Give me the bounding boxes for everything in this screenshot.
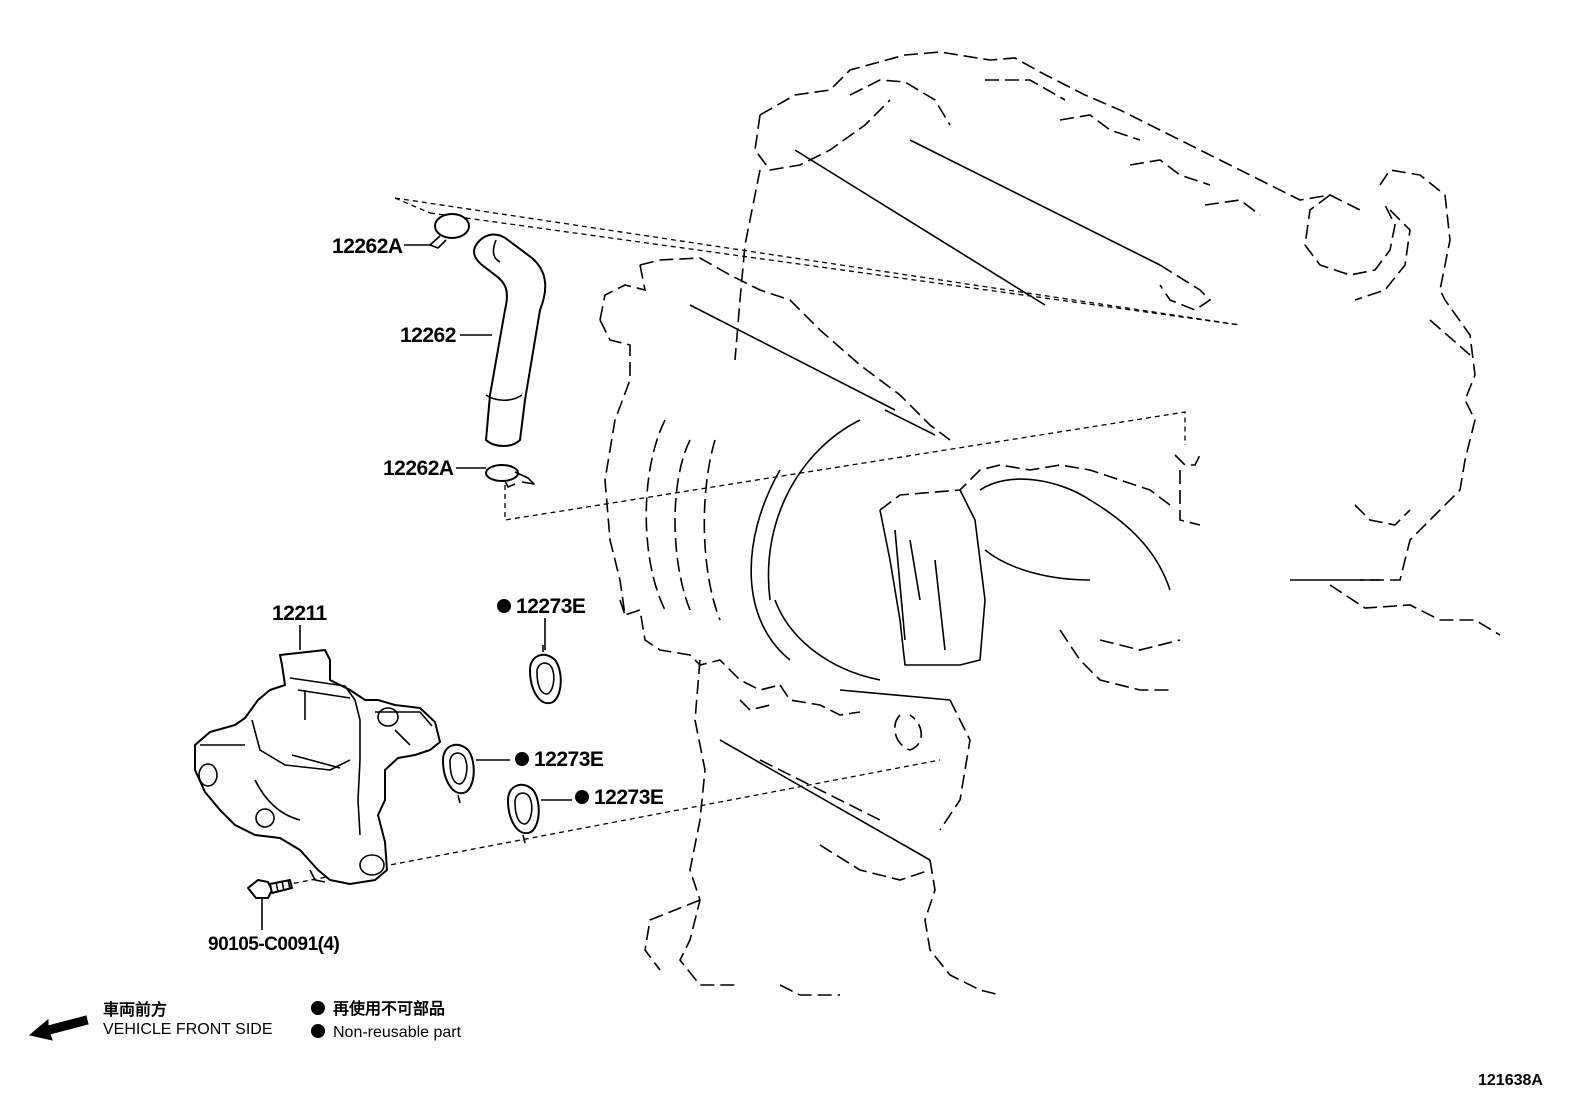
legend: 車両前方 VEHICLE FRONT SIDE 再使用不可部品 Non-reus… (28, 999, 462, 1041)
leader-lines (261, 244, 572, 930)
part-labels: 12262A 12262 12262A 12211 12273E 12273E … (208, 235, 664, 955)
hose-part[interactable] (473, 233, 547, 447)
label-hose[interactable]: 12262 (400, 324, 456, 347)
non-reusable-bullet-jp (311, 1001, 325, 1015)
label-gasket-3[interactable]: 12273E (594, 786, 664, 809)
diagram-ref-number: 121638A (1478, 1072, 1543, 1089)
ventilation-case-part[interactable] (194, 649, 441, 885)
label-clamp-lower[interactable]: 12262A (383, 457, 454, 480)
clamp-upper-part[interactable] (429, 213, 470, 249)
front-arrow-icon (28, 1015, 89, 1041)
clamp-lower-part[interactable] (485, 464, 535, 488)
front-side-jp: 車両前方 (103, 1000, 167, 1019)
label-gasket-1[interactable]: 12273E (516, 595, 586, 618)
connection-lines (284, 197, 1241, 886)
gasket-2-part[interactable] (442, 743, 475, 804)
non-reusable-jp: 再使用不可部品 (333, 999, 445, 1018)
non-reusable-mark-2 (515, 752, 529, 766)
engine-outline (599, 51, 1501, 996)
label-clamp-upper[interactable]: 12262A (332, 235, 403, 258)
label-gasket-2[interactable]: 12273E (534, 748, 604, 771)
bolt-part[interactable] (247, 879, 293, 899)
non-reusable-en: Non-reusable part (333, 1024, 462, 1041)
label-ventilation-case[interactable]: 12211 (272, 602, 328, 625)
non-reusable-mark-3 (575, 790, 589, 804)
non-reusable-mark-1 (497, 599, 511, 613)
label-bolt[interactable]: 90105-C0091(4) (208, 934, 340, 955)
front-side-en: VEHICLE FRONT SIDE (103, 1021, 273, 1038)
gasket-1-part[interactable] (529, 645, 562, 705)
gasket-3-part[interactable] (507, 783, 540, 844)
non-reusable-bullet-en (311, 1024, 325, 1038)
